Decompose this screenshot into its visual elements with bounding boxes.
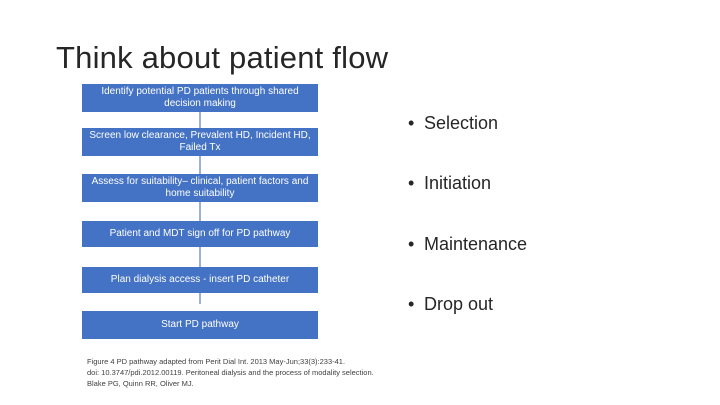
- slide-title: Think about patient flow: [56, 40, 389, 75]
- flow-connector: [199, 104, 201, 304]
- flow-step-screen: Screen low clearance, Prevalent HD, Inci…: [82, 128, 318, 156]
- flow-step-identify: Identify potential PD patients through s…: [82, 84, 318, 112]
- caption-line: Blake PG, Quinn RR, Oliver MJ.: [87, 379, 194, 388]
- caption-line: doi: 10.3747/pdi.2012.00119. Peritoneal …: [87, 368, 374, 377]
- bullet-drop-out: •Drop out: [408, 294, 494, 314]
- flow-step-sign-off: Patient and MDT sign off for PD pathway: [82, 221, 318, 247]
- bullet-maintenance: •Maintenance: [408, 234, 528, 254]
- flow-step-assess: Assess for suitability– clinical, patien…: [82, 174, 318, 202]
- flow-step-plan-access: Plan dialysis access - insert PD cathete…: [82, 267, 318, 293]
- bullet-initiation: •Initiation: [408, 173, 492, 193]
- bullet-selection: •Selection: [408, 113, 499, 133]
- flow-step-start: Start PD pathway: [82, 311, 318, 339]
- figure-caption: Figure 4 PD pathway adapted from Perit D…: [87, 356, 407, 389]
- caption-line: Figure 4 PD pathway adapted from Perit D…: [87, 357, 346, 366]
